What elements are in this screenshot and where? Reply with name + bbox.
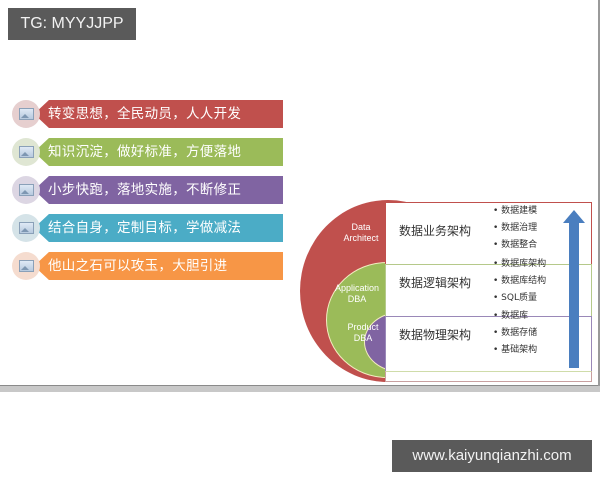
layer-box-physical bbox=[385, 316, 592, 372]
banner-bar bbox=[34, 100, 283, 128]
layer-box-logical bbox=[385, 264, 592, 317]
layer-items-logical: 数据库架构 数据库结构 SQL质量 bbox=[493, 256, 546, 307]
banner-circle bbox=[12, 100, 40, 128]
layer-title-logical: 数据逻辑架构 bbox=[399, 276, 472, 290]
layer-title-business: 数据业务架构 bbox=[399, 224, 472, 238]
banner-bar bbox=[34, 176, 283, 204]
role-label-product-dba: Product DBA bbox=[347, 322, 379, 343]
layer-content: 数据业务架构 数据建模 数据治理 数据整合 数据逻辑架构 数据库架构 数据库结构… bbox=[385, 200, 590, 382]
role-label-application-dba: Application DBA bbox=[334, 283, 380, 304]
principle-banner: 小步快跑，落地实施，不断修正 bbox=[12, 176, 283, 204]
watermark-url: www.kaiyunqianzhi.com bbox=[392, 440, 592, 472]
banner-circle bbox=[12, 252, 40, 280]
banner-circle bbox=[12, 214, 40, 242]
layer-box-business bbox=[385, 202, 592, 265]
banner-circle bbox=[12, 138, 40, 166]
image-icon bbox=[18, 146, 34, 158]
banner-label: 知识沉淀，做好标准，方便落地 bbox=[48, 144, 242, 160]
image-icon bbox=[18, 222, 34, 234]
banner-bar bbox=[34, 138, 283, 166]
banner-label: 小步快跑，落地实施，不断修正 bbox=[48, 182, 242, 198]
image-icon bbox=[18, 260, 34, 272]
layer-items-physical: 数据库 数据存储 基础架构 bbox=[493, 308, 537, 359]
banner-label: 转变思想，全民动员，人人开发 bbox=[48, 106, 242, 122]
data-architecture-diagram: Data Architect Application DBA Product D… bbox=[298, 200, 594, 382]
top-tag-label: TG: MYYJJPP bbox=[8, 8, 136, 40]
up-arrow-icon bbox=[563, 210, 585, 223]
principle-banner: 转变思想，全民动员，人人开发 bbox=[12, 100, 283, 128]
image-icon bbox=[18, 108, 34, 120]
principle-banner: 他山之石可以攻玉，大胆引进 bbox=[12, 252, 283, 280]
up-arrow-shaft bbox=[569, 222, 579, 368]
banner-label: 结合自身，定制目标，学做减法 bbox=[48, 220, 242, 236]
principle-banner: 知识沉淀，做好标准，方便落地 bbox=[12, 138, 283, 166]
banner-circle bbox=[12, 176, 40, 204]
layer-box-footer bbox=[385, 371, 592, 382]
banner-bar bbox=[34, 214, 283, 242]
slide-bottom-band bbox=[0, 386, 600, 392]
banner-bar bbox=[34, 252, 283, 280]
role-label-data-architect: Data Architect bbox=[343, 222, 379, 243]
layer-items-business: 数据建模 数据治理 数据整合 bbox=[493, 203, 537, 254]
layer-title-physical: 数据物理架构 bbox=[399, 328, 472, 342]
slide-right-border bbox=[598, 0, 600, 386]
banner-label: 他山之石可以攻玉，大胆引进 bbox=[48, 258, 228, 274]
principle-banner: 结合自身，定制目标，学做减法 bbox=[12, 214, 283, 242]
image-icon bbox=[18, 184, 34, 196]
